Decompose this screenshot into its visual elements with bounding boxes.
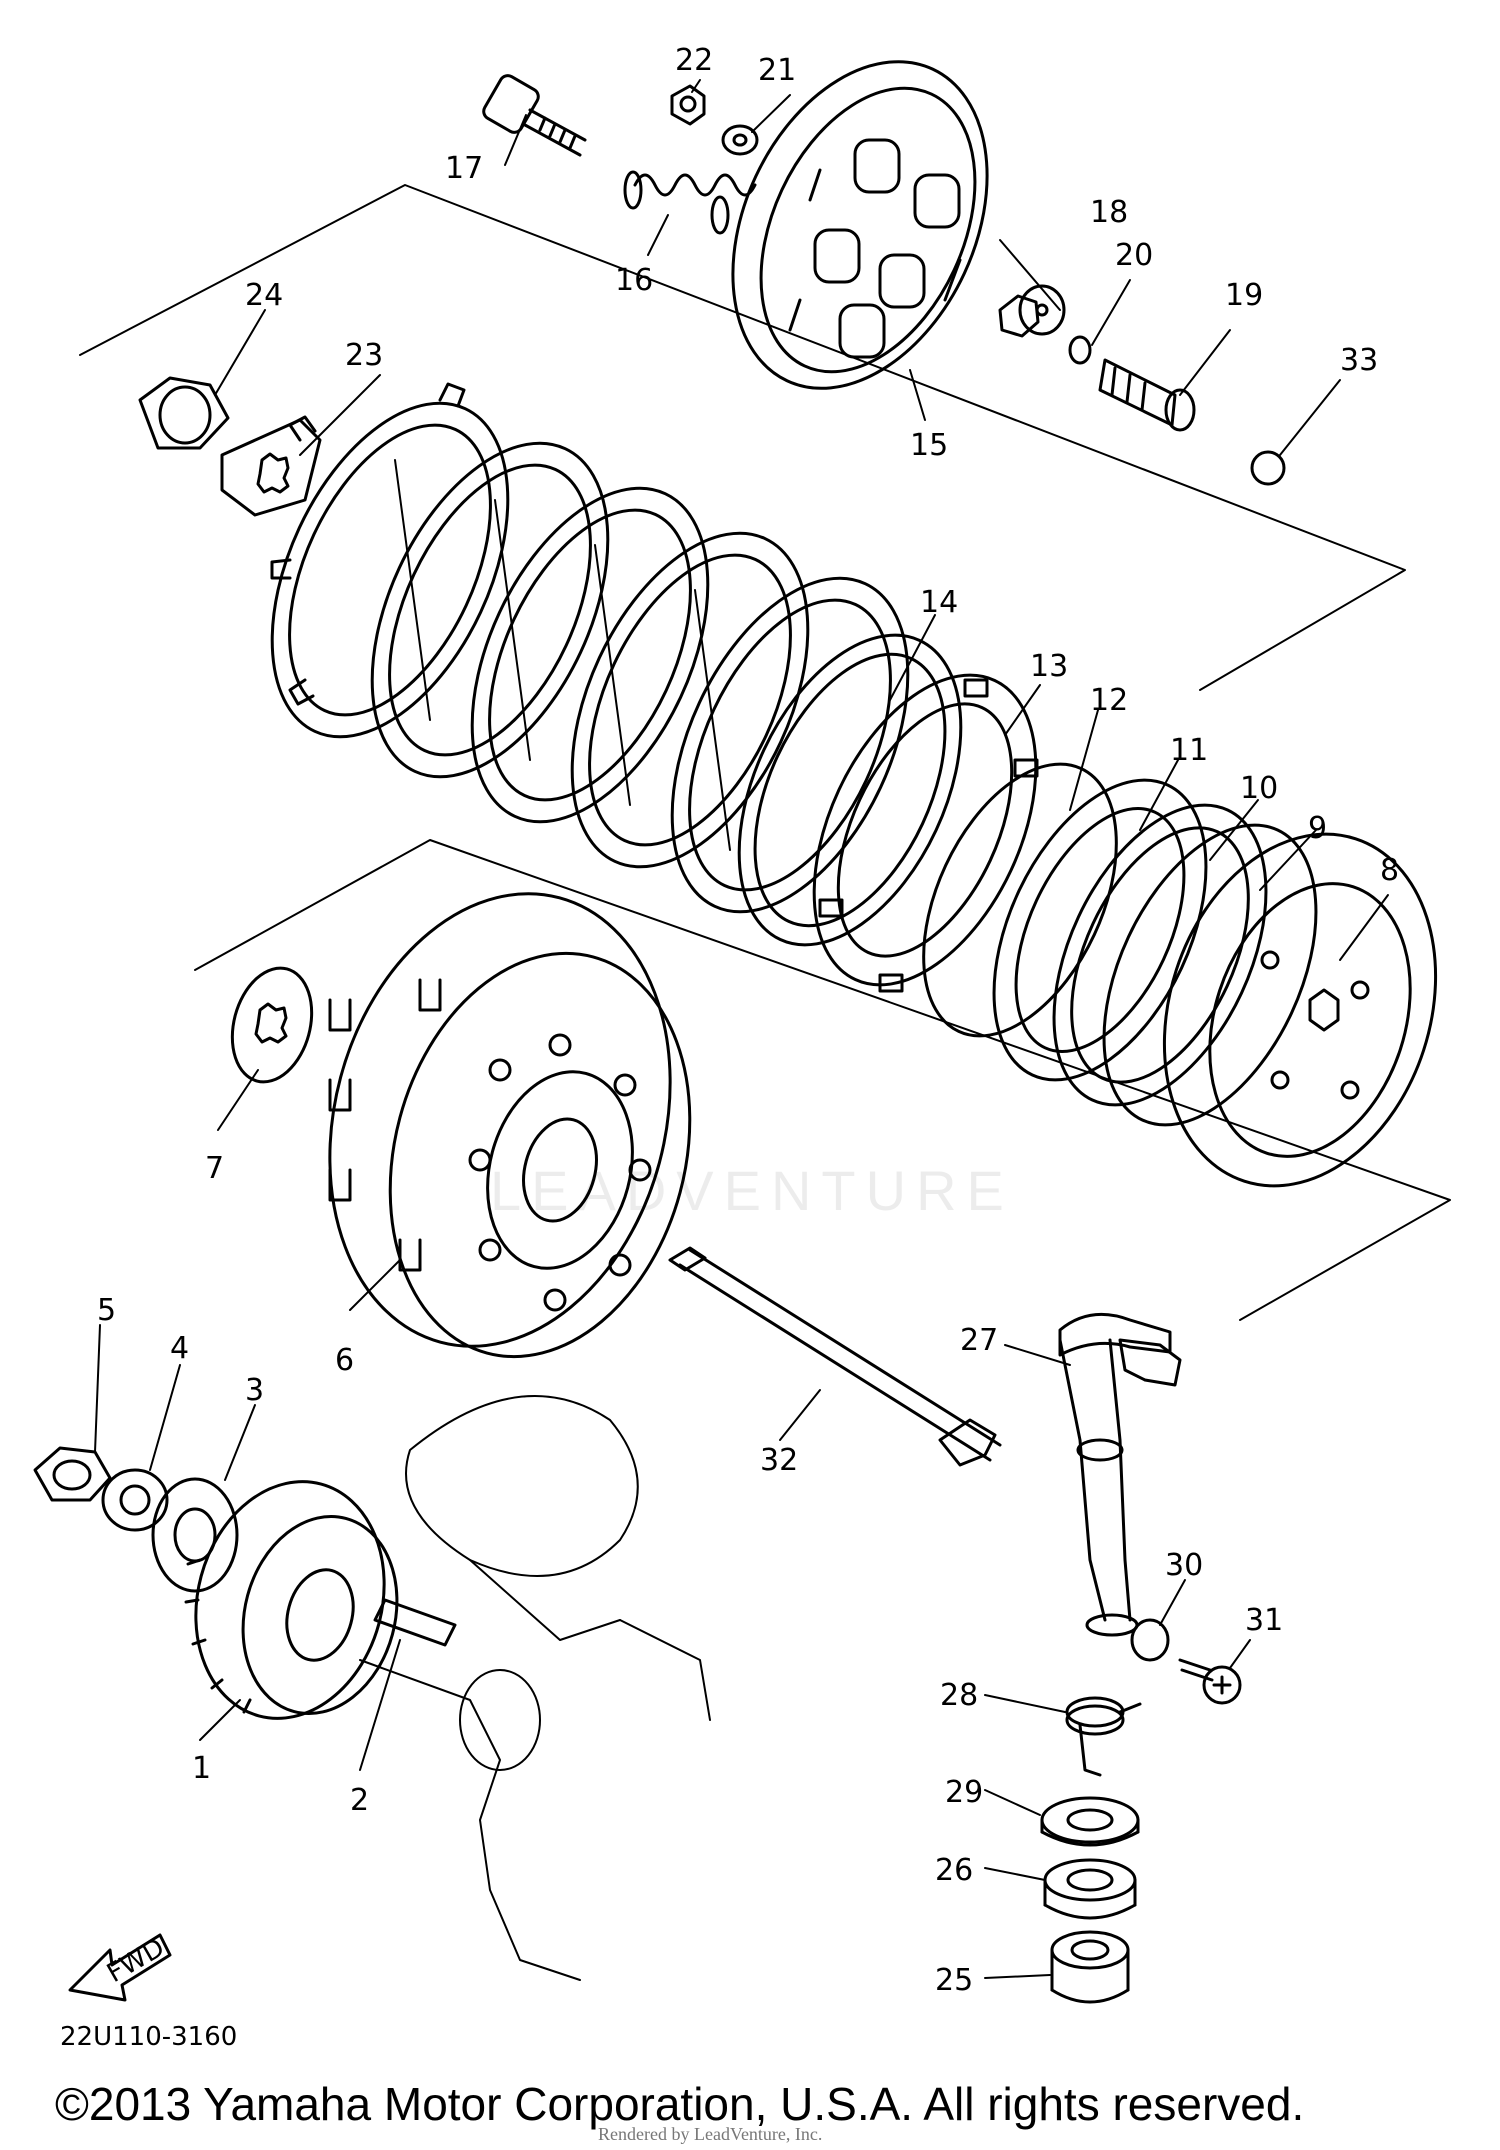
callout-8: 8 — [1380, 853, 1399, 888]
callout-28: 28 — [940, 1678, 978, 1713]
fwd-label: FWD — [102, 1933, 170, 1989]
callout-11: 11 — [1170, 733, 1208, 768]
callout-27: 27 — [960, 1323, 998, 1358]
key-2 — [373, 1598, 457, 1647]
washer-21 — [721, 124, 759, 156]
callout-25: 25 — [935, 1963, 973, 1998]
clutch-boss-8 — [1162, 832, 1438, 1188]
oil-seal-26 — [1043, 1858, 1137, 1920]
render-credit: Rendered by LeadVenture, Inc. — [598, 2124, 822, 2144]
callout-33: 33 — [1340, 343, 1378, 378]
lock-washer-4 — [101, 1468, 169, 1532]
callout-29: 29 — [945, 1775, 983, 1810]
nut-5 — [33, 1446, 112, 1502]
clutch-housing-6 — [328, 892, 692, 1359]
watermark: LEADVENTURE — [490, 1159, 1014, 1222]
push-rod-19 — [1098, 358, 1196, 432]
thrust-washer-7 — [230, 966, 314, 1084]
lock-washer-23 — [220, 418, 322, 517]
push-rod-32 — [668, 1246, 1002, 1467]
o-ring-20 — [1068, 335, 1092, 365]
plate-stack — [270, 382, 910, 914]
washer-3 — [151, 1477, 239, 1593]
callout-22: 22 — [675, 43, 713, 78]
callout-6: 6 — [335, 1343, 354, 1378]
nut-24 — [138, 376, 230, 450]
callout-7: 7 — [205, 1151, 224, 1186]
callout-32: 32 — [760, 1443, 798, 1478]
callout-21: 21 — [758, 53, 796, 88]
callout-15: 15 — [910, 428, 948, 463]
primary-drive-gear-1 — [184, 1480, 399, 1720]
ball-33 — [1250, 450, 1286, 486]
plate-9 — [1102, 823, 1318, 1127]
fwd-arrow-icon — [68, 1933, 172, 2002]
callout-10: 10 — [1240, 771, 1278, 806]
nut-22 — [670, 84, 706, 126]
callout-23: 23 — [345, 338, 383, 373]
clutch-plate-14 — [737, 633, 963, 947]
callout-19: 19 — [1225, 278, 1263, 313]
plate-10 — [1052, 803, 1268, 1107]
callout-1: 1 — [192, 1751, 211, 1786]
callout-30: 30 — [1165, 1548, 1203, 1583]
callout-26: 26 — [935, 1853, 973, 1888]
callout-13: 13 — [1030, 649, 1068, 684]
callout-5: 5 — [97, 1293, 116, 1328]
washer-29 — [1040, 1796, 1140, 1847]
pressure-plate-15 — [731, 60, 989, 390]
group-outline-lower — [194, 839, 1451, 1321]
spring-28 — [1065, 1696, 1142, 1777]
callout-24: 24 — [245, 278, 283, 313]
copyright-notice: ©2013 Yamaha Motor Corporation, U.S.A. A… — [55, 2078, 1304, 2130]
screw-31 — [1178, 1658, 1242, 1705]
callout-14: 14 — [920, 585, 958, 620]
callout-4: 4 — [170, 1331, 189, 1366]
callout-17: 17 — [445, 151, 483, 186]
push-lever-27 — [1058, 1312, 1182, 1637]
callout-9: 9 — [1308, 811, 1327, 846]
callout-2: 2 — [350, 1783, 369, 1818]
leader-lines — [94, 79, 1389, 1979]
callout-16: 16 — [615, 263, 653, 298]
plate-11 — [992, 778, 1208, 1082]
group-outline-upper — [79, 184, 1406, 691]
callout-18: 18 — [1090, 195, 1128, 230]
diagram-code: 22U110-3160 — [60, 2022, 237, 2052]
bearing-25 — [1050, 1930, 1130, 2004]
callout-labels: 1 2 3 4 5 6 7 8 9 10 11 12 13 14 15 16 1… — [97, 43, 1399, 1998]
callout-31: 31 — [1245, 1603, 1283, 1638]
crankcase-outline — [359, 1395, 711, 1981]
push-plate-18 — [998, 284, 1066, 338]
callout-20: 20 — [1115, 238, 1153, 273]
bolt-17 — [482, 74, 587, 157]
spring-16 — [623, 170, 757, 235]
callout-12: 12 — [1090, 683, 1128, 718]
friction-plate-13 — [812, 673, 1039, 993]
callout-3: 3 — [245, 1373, 264, 1408]
washer-30 — [1130, 1618, 1170, 1662]
